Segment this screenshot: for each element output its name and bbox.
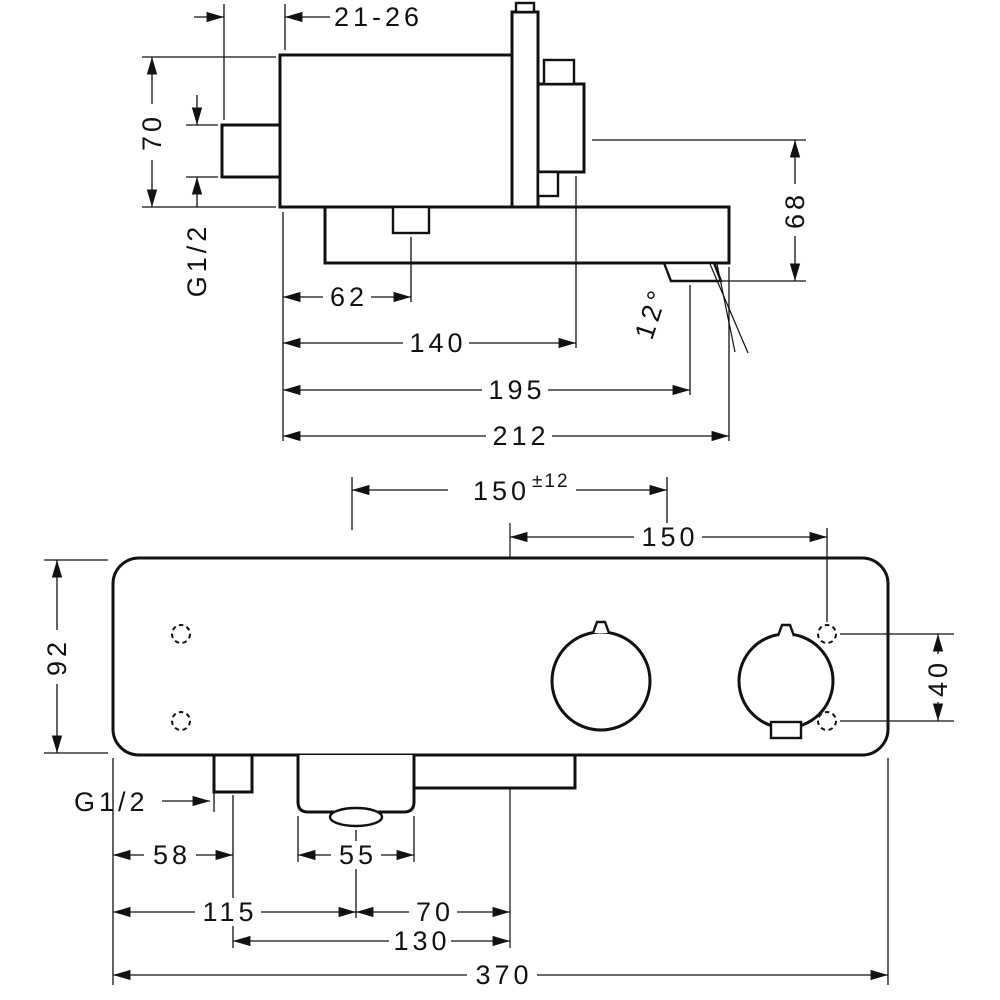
dim-55-label: 55 [339, 840, 377, 870]
dim-58-label: 58 [153, 840, 191, 870]
temperature-knob [550, 630, 652, 732]
dim-wall-distance-label: 21-26 [334, 2, 423, 32]
dim-thread-side: G1/2 [182, 95, 218, 297]
dim-right-reach-label: 150 [641, 522, 698, 552]
side-body [278, 53, 514, 209]
dim-40-label: 40 [923, 659, 953, 697]
dim-wall-distance: 21-26 [194, 2, 423, 120]
dim-195: 195 [283, 285, 691, 405]
side-wall-union [220, 123, 282, 179]
dim-hose-spacing: 150 ±12 [351, 471, 668, 530]
mounting-hole [171, 711, 191, 731]
side-spout [323, 205, 731, 265]
thread-front-label: G1/2 [74, 787, 149, 817]
side-diverter [391, 205, 431, 235]
dim-62-label: 62 [330, 282, 368, 312]
dim-370-label: 370 [475, 960, 532, 990]
front-inlet-union [212, 753, 254, 794]
dim-58: 58 [113, 840, 233, 870]
dim-140: 140 [283, 176, 577, 358]
dim-68-label: 68 [780, 191, 810, 229]
safety-button [769, 720, 803, 740]
dim-130-label: 130 [393, 926, 450, 956]
dim-212-label: 212 [492, 421, 549, 451]
dim-92-label: 92 [42, 638, 72, 676]
dim-hose-spacing-tolerance: ±12 [532, 471, 570, 492]
thread-side-label: G1/2 [182, 223, 212, 298]
dim-70-front: 70 [356, 897, 510, 927]
front-spout-block [296, 755, 416, 814]
dim-thread-front: G1/2 [74, 787, 215, 817]
side-outlet-wedge [662, 261, 723, 283]
dim-body-height-side: 70 [137, 56, 276, 208]
volume-knob-marker [776, 623, 796, 637]
dim-370: 370 [113, 960, 888, 990]
side-top-screw [514, 1, 536, 14]
side-handle-top-step [542, 58, 576, 86]
dim-hose-spacing-label: 150 [473, 476, 530, 506]
mounting-hole [171, 624, 191, 644]
side-handle-bottom-step [536, 170, 560, 198]
dim-195-label: 195 [488, 375, 545, 405]
aerator [328, 806, 384, 828]
dim-right-reach: 150 [510, 522, 828, 622]
dim-115: 115 [113, 897, 356, 927]
dim-212: 212 [283, 267, 730, 451]
dim-hole-spacing: 40 [840, 633, 954, 722]
mounting-hole [817, 624, 837, 644]
side-back-plate [510, 10, 540, 215]
front-view: 150 ±12 150 92 40 G1/2 [42, 471, 954, 990]
dim-62: 62 [283, 237, 412, 312]
volume-knob [737, 632, 835, 730]
dim-115-label: 115 [202, 897, 257, 927]
dim-body-height-front: 92 [42, 559, 108, 754]
angle-line [716, 263, 736, 353]
dim-55: 55 [297, 816, 415, 870]
side-view: 12° 21-26 70 G1/2 [137, 1, 810, 451]
dim-70-label: 70 [137, 113, 167, 151]
dim-140-label: 140 [409, 328, 466, 358]
dim-spout-angle: 12° [629, 283, 674, 343]
side-handle [536, 82, 586, 174]
dim-130: 130 [233, 926, 510, 956]
dim-68: 68 [592, 139, 810, 282]
temperature-knob-marker [591, 620, 611, 634]
dim-70-front-label: 70 [416, 897, 454, 927]
mounting-hole [817, 711, 837, 731]
